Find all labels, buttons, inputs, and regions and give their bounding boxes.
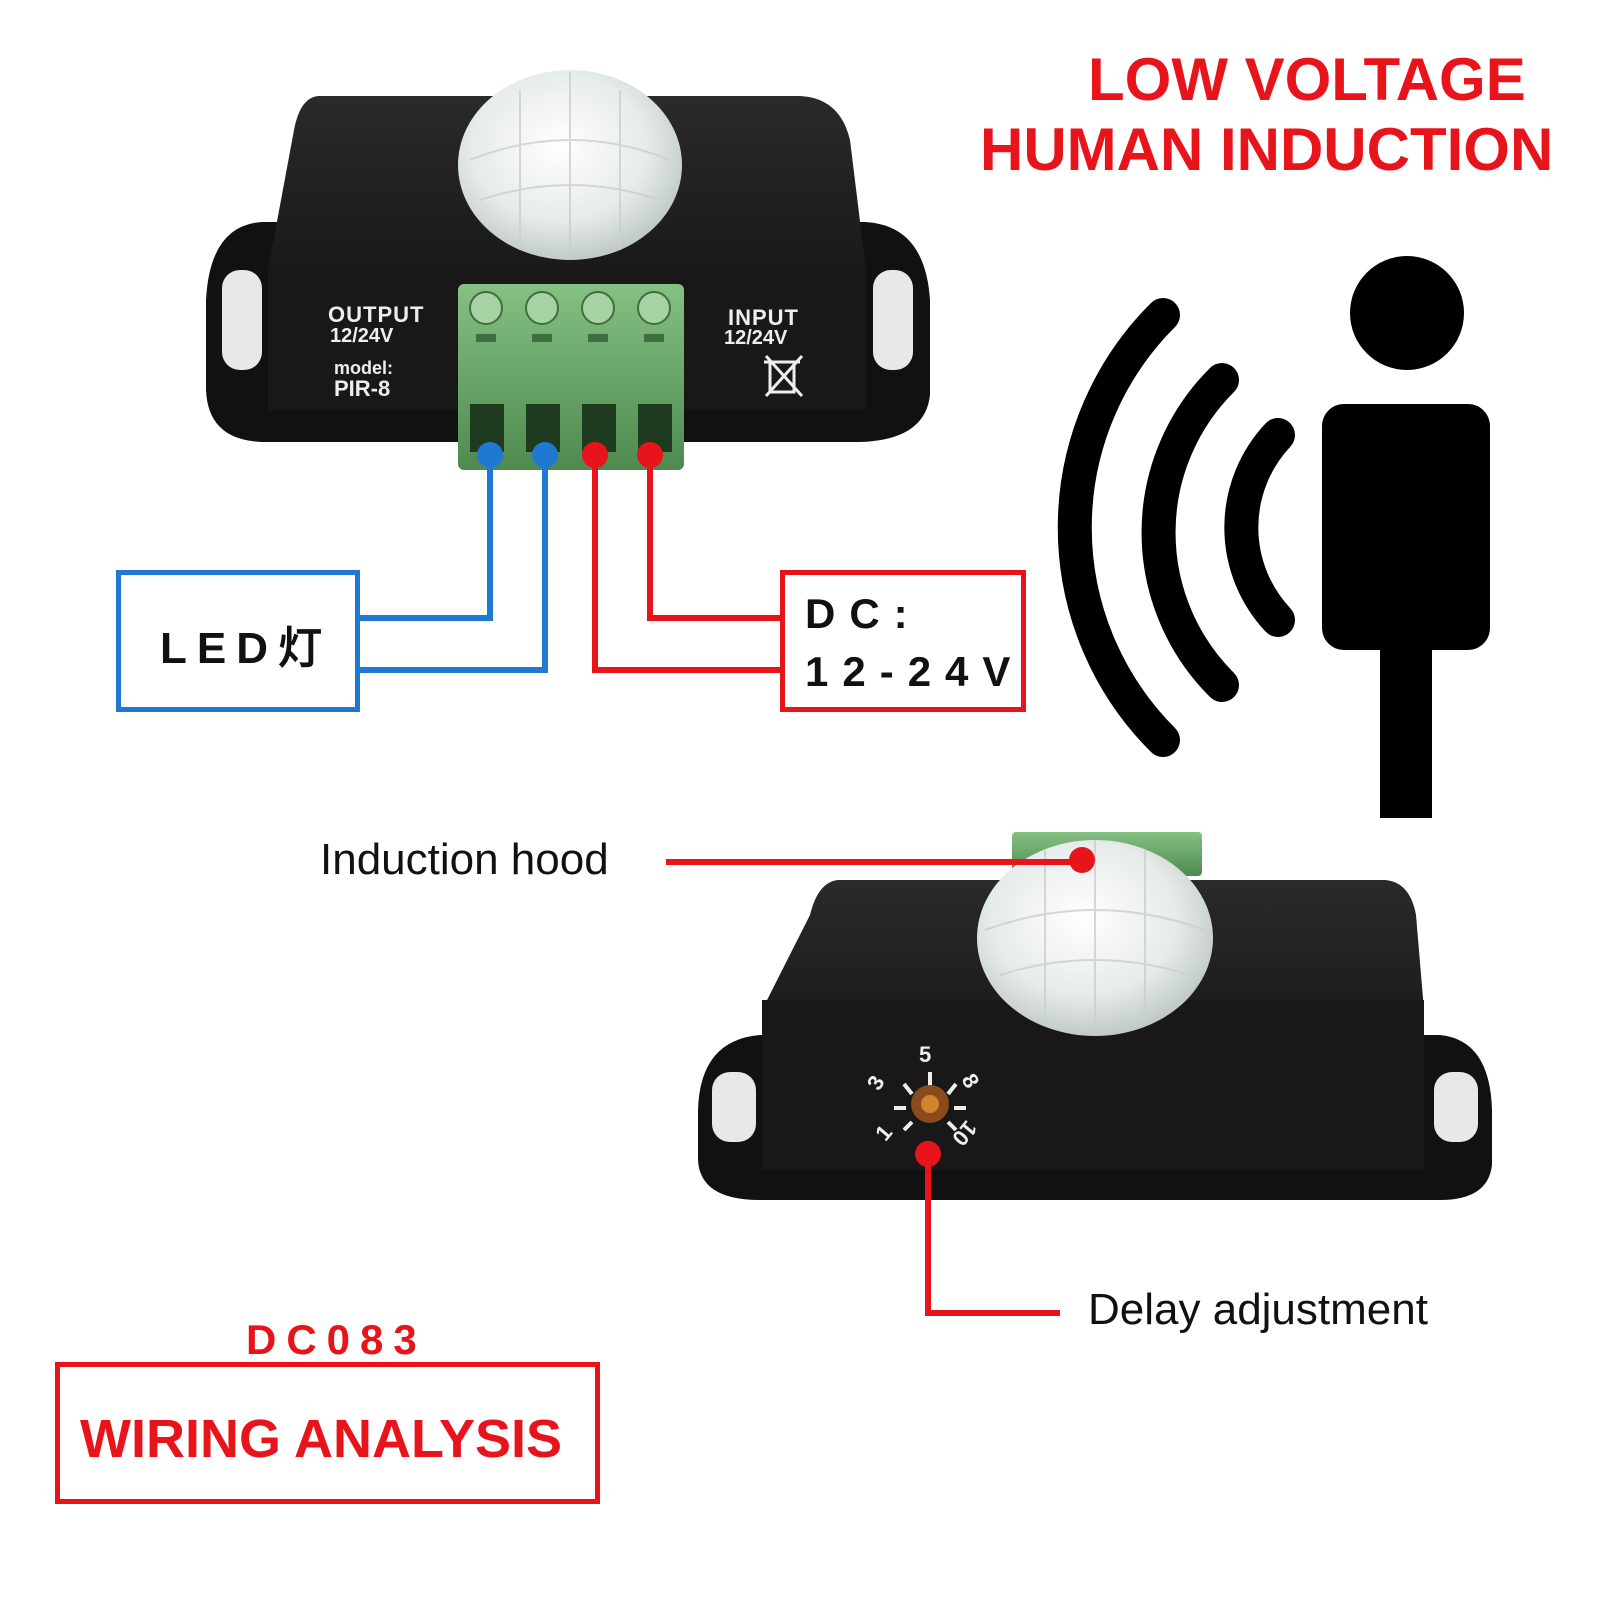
callout-lines (666, 859, 1080, 1316)
wiring-analysis-box (55, 1362, 600, 1504)
induction-hood-label: Induction hood (320, 835, 609, 884)
terminal-screws (469, 291, 671, 325)
terminal-sockets (470, 404, 672, 452)
model-label: model: (334, 358, 394, 378)
terminal-block (458, 284, 684, 470)
model-value: PIR-8 (334, 376, 391, 401)
delay-dial (894, 1072, 966, 1132)
dc-box (780, 570, 1026, 712)
header-line2: HUMAN INDUCTION (980, 116, 1554, 183)
motion-wave-icon (1057, 298, 1295, 757)
input-label: INPUT (728, 305, 799, 330)
bottom-device (698, 832, 1492, 1200)
top-flange-slot-left (222, 270, 262, 370)
wire-terminals (477, 442, 663, 468)
red-wire-1 (592, 455, 782, 673)
delay-callout-line (925, 1154, 1060, 1316)
model-code: DC083 (246, 1316, 427, 1363)
input-voltage: 12/24V (724, 327, 788, 349)
bottom-flange-slot-left (712, 1072, 756, 1142)
delay-adjustment-label: Delay adjustment (1088, 1285, 1428, 1334)
output-label: OUTPUT (328, 302, 425, 327)
led-label: LED灯 (160, 624, 332, 673)
top-flange-slot-right (873, 270, 913, 370)
wiring-analysis-label: WIRING ANALYSIS (80, 1409, 563, 1469)
recycle-bin-icon (764, 354, 804, 398)
dc-label: DC: (805, 590, 922, 637)
red-wire-2 (647, 455, 782, 621)
dial-mark-5: 5 (919, 1042, 932, 1067)
person-icon (1322, 256, 1490, 818)
blue-wire-2 (358, 455, 548, 673)
wires (358, 455, 782, 673)
header-line1: LOW VOLTAGE (1088, 46, 1526, 113)
top-device (206, 70, 930, 470)
bottom-flange-slot-right (1434, 1072, 1478, 1142)
delay-callout-dot (915, 1141, 941, 1167)
led-box (116, 570, 360, 712)
blue-wire-1 (358, 455, 493, 621)
hood-callout-dot (1069, 847, 1095, 873)
dc-voltage: 12-24V (805, 648, 1025, 695)
output-voltage: 12/24V (330, 325, 394, 347)
